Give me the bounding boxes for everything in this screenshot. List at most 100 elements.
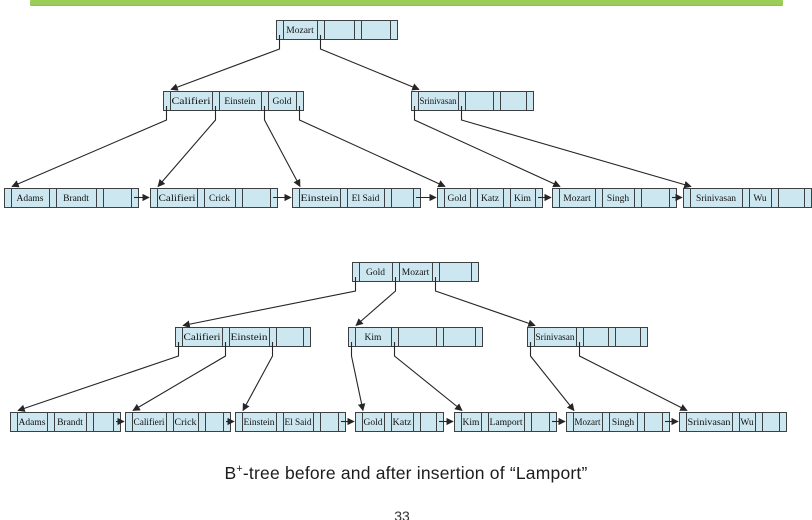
key-cell — [205, 412, 224, 432]
pointer-cell — [150, 188, 158, 208]
tree-edge — [578, 342, 688, 411]
caption-base: B — [224, 463, 237, 483]
key-cell — [320, 412, 339, 432]
key-label: Singh — [612, 418, 634, 428]
tree-edge — [460, 106, 692, 189]
tree-edge — [298, 106, 446, 188]
key-cell — [420, 412, 437, 432]
key-cell — [465, 91, 494, 111]
pointer-cell — [755, 412, 763, 432]
caption-rest: -tree before and after insertion of “Lam… — [242, 463, 588, 483]
key-cell — [391, 188, 414, 208]
tree-node-b-int-mid: Kim — [348, 327, 483, 347]
key-cell — [500, 91, 527, 111]
key-label: Mozart — [286, 26, 314, 36]
pointer-cell — [413, 412, 421, 432]
tree-edge — [182, 277, 357, 328]
pointer-cell — [390, 20, 398, 40]
tree-node-t-leaf-adams: Adams Brandt — [4, 188, 139, 208]
tree-edge — [413, 106, 561, 188]
pointer-cell — [437, 188, 445, 208]
key-label: El Said — [285, 418, 312, 428]
tree-edge — [157, 106, 217, 188]
key-label: Katz — [481, 194, 499, 204]
key-label: Srinivasan — [688, 418, 731, 428]
key-label: Crick — [209, 194, 230, 204]
pointer-cell — [524, 412, 532, 432]
pointer-cell — [771, 188, 779, 208]
key-label: Mozart — [575, 418, 601, 428]
pointer-cell — [47, 412, 55, 432]
key-cell — [398, 327, 437, 347]
pointer-cell — [303, 327, 311, 347]
pointer-cell — [804, 188, 812, 208]
pointer-cell — [96, 188, 104, 208]
key-label: Brandt — [63, 194, 89, 204]
pointer-cell — [10, 412, 18, 432]
pointer-cell — [470, 188, 478, 208]
key-label: Brandt — [57, 418, 83, 428]
key-cell — [615, 327, 641, 347]
key-cell — [644, 412, 663, 432]
key-label: Kim — [365, 333, 383, 343]
key-label: Einstein — [301, 194, 339, 204]
key-cell — [103, 188, 132, 208]
caption: B+-tree before and after insertion of “L… — [0, 463, 812, 484]
key-label: Katz — [393, 418, 412, 428]
key-label: Singh — [607, 194, 629, 204]
key-label: Mozart — [563, 194, 591, 204]
slide-accent-bar — [30, 0, 783, 6]
pointer-cell — [166, 412, 174, 432]
key-label: Gold — [366, 268, 385, 278]
pointer-cell — [493, 91, 501, 111]
key-label: Califieri — [184, 332, 221, 343]
pointer-cell — [292, 188, 300, 208]
key-cell — [583, 327, 609, 347]
key-cell — [242, 188, 271, 208]
tree-node-b-root: Gold Mozart — [352, 262, 479, 282]
pointer-cell — [679, 412, 687, 432]
pointer-cell — [608, 327, 616, 347]
pointer-cell — [779, 412, 787, 432]
pointer-cell — [340, 188, 348, 208]
pointer-cell — [197, 188, 205, 208]
pointer-cell — [313, 412, 321, 432]
key-label: Srinivasan — [696, 194, 736, 204]
pointer-cell — [732, 412, 740, 432]
pointer-cell — [640, 327, 648, 347]
pointer-cell — [125, 412, 133, 432]
pointer-cell — [602, 412, 610, 432]
key-label: Mozart — [402, 268, 430, 278]
key-label: Wu — [753, 194, 767, 204]
tree-node-t-root: Mozart — [276, 20, 398, 40]
key-label: Gold — [364, 418, 383, 428]
pointer-cell — [637, 412, 645, 432]
key-label: Kim — [514, 194, 532, 204]
key-label: Adams — [17, 194, 44, 204]
tree-node-b-leaf-adams: Adams Brandt — [10, 412, 121, 432]
pointer-cell — [566, 412, 574, 432]
key-label: Crick — [175, 418, 197, 428]
tree-edge — [242, 342, 274, 412]
key-label: Einstein — [231, 333, 268, 343]
key-label: Einstein — [224, 97, 255, 107]
key-cell — [531, 412, 550, 432]
key-cell — [361, 20, 391, 40]
tree-edge — [17, 342, 180, 412]
tree-edge — [263, 106, 301, 188]
key-label: Adams — [19, 418, 46, 428]
caption-superscript: + — [236, 463, 243, 476]
key-label: Califieri — [134, 417, 165, 428]
pointer-cell — [481, 412, 489, 432]
pointer-cell — [384, 412, 392, 432]
key-label: Wu — [740, 418, 754, 428]
pointer-cell — [86, 412, 94, 432]
key-label: Lamport — [490, 418, 523, 428]
pointer-cell — [503, 188, 511, 208]
pointer-cell — [235, 412, 243, 432]
